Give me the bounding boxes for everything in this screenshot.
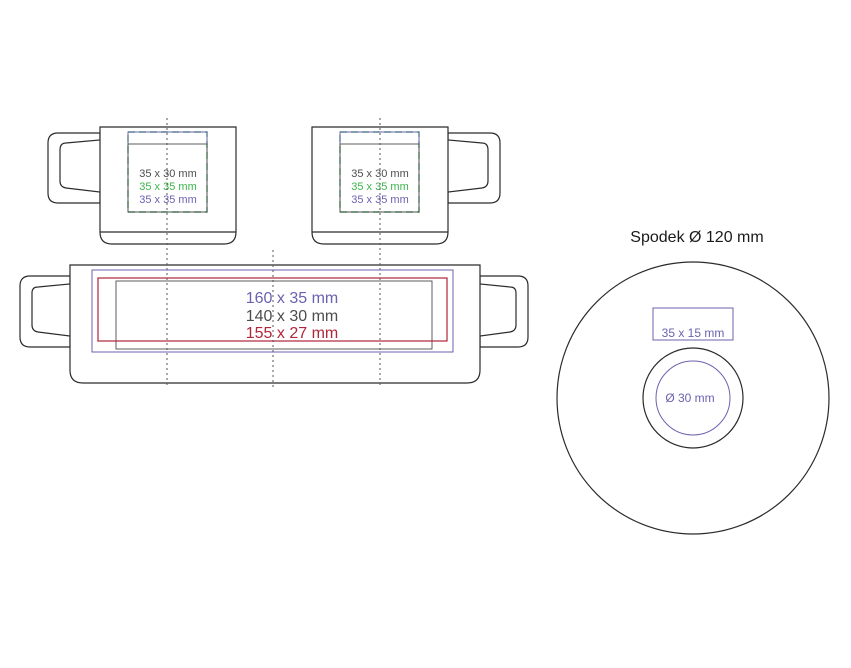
mug-left-handle — [47, 132, 101, 204]
wrap-handle-left — [19, 275, 71, 348]
wrap-label-red: 155 x 27 mm — [246, 325, 338, 342]
wrap-area-gray — [115, 280, 433, 350]
wrap-handle-right — [479, 275, 529, 348]
mug-wrap: 160 x 35 mm 140 x 30 mm 155 x 27 mm — [19, 264, 529, 384]
mug-right: 35 x 30 mm 35 x 35 mm 35 x 35 mm — [311, 126, 501, 245]
saucer-area-rect — [652, 307, 734, 341]
saucer-inner-circle — [642, 347, 744, 449]
mug-right-handle — [447, 132, 501, 204]
saucer-outer-circle — [556, 261, 830, 535]
saucer-area-circle — [655, 360, 731, 436]
alignment-guides — [166, 118, 381, 388]
mug-left-label-gray: 35 x 30 mm — [139, 168, 196, 180]
saucer-title: Spodek Ø 120 mm — [630, 229, 763, 246]
mug-right-body — [311, 126, 449, 245]
mug-left: 35 x 30 mm 35 x 35 mm 35 x 35 mm — [47, 126, 237, 245]
mug-left-label-green: 35 x 35 mm — [139, 181, 196, 193]
mug-left-label-purple: 35 x 35 mm — [139, 194, 196, 206]
mug-right-label-green: 35 x 35 mm — [351, 181, 408, 193]
mug-left-body — [99, 126, 237, 245]
saucer-circle-label: Ø 30 mm — [665, 391, 714, 405]
saucer-rect-label: 35 x 15 mm — [662, 326, 725, 340]
saucer: Spodek Ø 120 mm 35 x 15 mm Ø 30 mm — [556, 229, 830, 535]
wrap-body — [69, 264, 481, 384]
wrap-label-purple: 160 x 35 mm — [246, 290, 338, 307]
wrap-label-gray: 140 x 30 mm — [246, 308, 338, 325]
